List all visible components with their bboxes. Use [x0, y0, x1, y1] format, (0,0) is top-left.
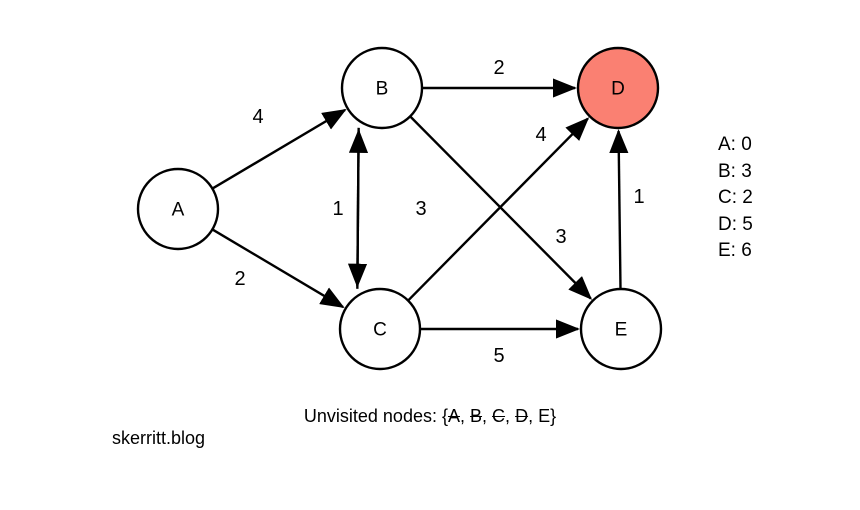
- edge-weight-a-c: 2: [234, 268, 245, 290]
- edge-weights-layer: 4 2 1 3 2 3 4 5 1: [234, 57, 644, 367]
- edge-weight-c-b: 1: [332, 198, 343, 220]
- node-a[interactable]: A: [136, 167, 220, 251]
- distance-table: A: 0 B: 3 C: 2 D: 5 E: 6: [718, 132, 753, 265]
- node-circle-d[interactable]: [576, 46, 660, 130]
- unvisited-suffix: }: [550, 406, 557, 426]
- unvisited-separator: ,: [505, 406, 516, 426]
- node-d[interactable]: D: [576, 46, 660, 130]
- node-label-c: C: [373, 320, 387, 341]
- node-b[interactable]: B: [340, 46, 424, 130]
- distance-row-a: A: 0: [718, 134, 752, 155]
- watermark: skerritt.blog: [112, 428, 206, 448]
- edge-a-to-c: [211, 228, 345, 309]
- distance-row-d: D: 5: [718, 213, 753, 235]
- distance-row-e: E: 6: [718, 240, 752, 261]
- nodes-layer: A B C D E: [136, 46, 663, 371]
- node-circle-e[interactable]: [579, 287, 663, 371]
- edge-weight-c-e: 5: [493, 345, 504, 367]
- unvisited-separator: ,: [460, 406, 471, 426]
- node-c[interactable]: C: [338, 287, 422, 371]
- edge-weight-b-e: 3: [555, 226, 566, 248]
- edge-a-to-b: [211, 108, 347, 190]
- node-e[interactable]: E: [579, 287, 663, 371]
- edge-c-to-d: [407, 117, 590, 302]
- unvisited-token-e: E: [538, 406, 551, 426]
- node-label-b: B: [376, 79, 389, 100]
- edge-weight-c-d: 4: [535, 124, 546, 146]
- unvisited-prefix: Unvisited nodes: {: [303, 406, 448, 426]
- distance-row-c: C: 2: [718, 187, 753, 208]
- edge-weight-b-c: 3: [415, 198, 426, 220]
- unvisited-separator: ,: [528, 406, 539, 426]
- node-label-a: A: [172, 200, 185, 221]
- edge-b-to-c: [347, 127, 368, 288]
- edges-layer: [211, 78, 629, 339]
- edge-weight-a-b: 4: [252, 106, 263, 128]
- node-label-e: E: [615, 320, 628, 341]
- unvisited-token-d: D: [515, 406, 529, 426]
- unvisited-token-a: A: [447, 406, 460, 426]
- unvisited-token-c: C: [492, 406, 506, 426]
- unvisited-nodes-caption: Unvisited nodes: {A, B, C, D, E}: [0, 406, 860, 427]
- unvisited-node-set: A, B, C, D, E: [448, 406, 550, 426]
- edge-weight-b-d: 2: [493, 57, 504, 79]
- node-circle-b[interactable]: [340, 46, 424, 130]
- node-label-d: D: [611, 79, 625, 100]
- node-circle-c[interactable]: [338, 287, 422, 371]
- node-circle-a[interactable]: [136, 167, 220, 251]
- unvisited-token-b: B: [470, 406, 483, 426]
- unvisited-separator: ,: [482, 406, 493, 426]
- edge-e-to-d: [609, 129, 629, 290]
- distance-row-b: B: 3: [718, 160, 752, 182]
- edge-weight-e-d: 1: [633, 186, 644, 208]
